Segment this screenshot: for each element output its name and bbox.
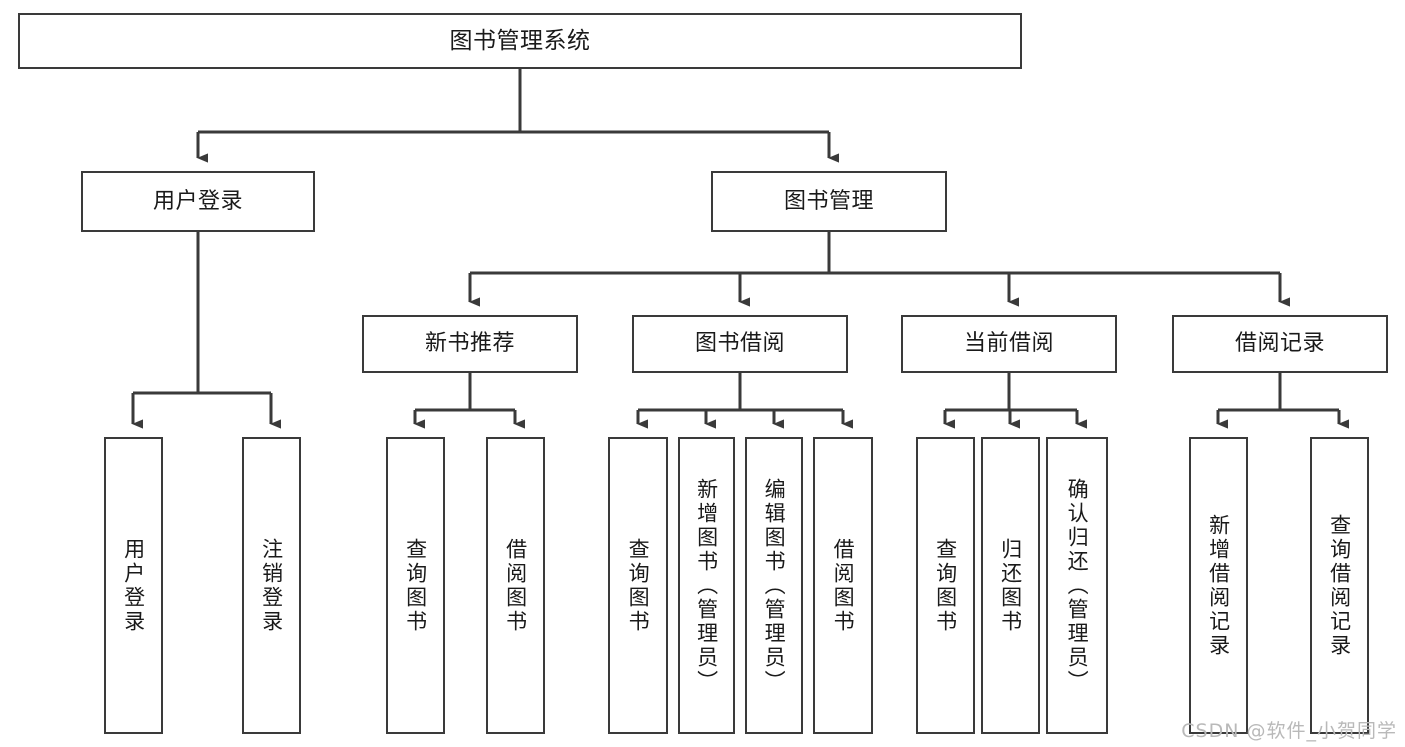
leaf-edit-book-admin-label: 编辑图书（管理员）	[762, 477, 787, 694]
node-root[interactable]: 图书管理系统	[18, 13, 1022, 69]
leaf-return-book-label: 归还图书	[998, 537, 1023, 634]
leaf-add-borrow-record-label: 新增借阅记录	[1206, 513, 1231, 658]
node-user-login[interactable]: 用户登录	[81, 171, 315, 232]
node-borrow-record-label: 借阅记录	[1234, 331, 1325, 357]
leaf-add-book-admin[interactable]: 新增图书（管理员）	[678, 437, 735, 734]
leaf-query-borrow-record[interactable]: 查询借阅记录	[1310, 437, 1369, 734]
leaf-confirm-return-admin-label: 确认归还（管理员）	[1065, 477, 1090, 694]
node-new-book-recommend[interactable]: 新书推荐	[362, 315, 578, 373]
node-book-borrow[interactable]: 图书借阅	[632, 315, 848, 373]
leaf-logout-label: 注销登录	[259, 537, 284, 634]
leaf-user-login[interactable]: 用户登录	[104, 437, 163, 734]
leaf-add-book-admin-label: 新增图书（管理员）	[694, 477, 719, 694]
node-borrow-record[interactable]: 借阅记录	[1172, 315, 1388, 373]
node-current-borrow[interactable]: 当前借阅	[901, 315, 1117, 373]
leaf-borrow-book-bb-label: 借阅图书	[831, 537, 856, 634]
leaf-logout[interactable]: 注销登录	[242, 437, 301, 734]
leaf-borrow-book-nbr[interactable]: 借阅图书	[486, 437, 545, 734]
node-current-borrow-label: 当前借阅	[963, 331, 1054, 357]
leaf-return-book[interactable]: 归还图书	[981, 437, 1040, 734]
leaf-add-borrow-record[interactable]: 新增借阅记录	[1189, 437, 1248, 734]
node-new-book-recommend-label: 新书推荐	[424, 331, 515, 357]
leaf-query-borrow-record-label: 查询借阅记录	[1327, 513, 1352, 658]
node-book-management-label: 图书管理	[783, 188, 874, 214]
leaf-query-book-bb[interactable]: 查询图书	[608, 437, 668, 734]
node-book-management[interactable]: 图书管理	[711, 171, 947, 232]
leaf-confirm-return-admin[interactable]: 确认归还（管理员）	[1046, 437, 1108, 734]
leaf-query-book-cb-label: 查询图书	[933, 537, 958, 634]
leaf-query-book-nbr-label: 查询图书	[403, 537, 428, 634]
node-user-login-label: 用户登录	[152, 188, 243, 214]
node-root-label: 图书管理系统	[449, 27, 591, 54]
leaf-borrow-book-nbr-label: 借阅图书	[503, 537, 528, 634]
csdn-watermark: CSDN @软件_小贺同学	[1181, 720, 1397, 742]
leaf-borrow-book-bb[interactable]: 借阅图书	[813, 437, 873, 734]
leaf-query-book-nbr[interactable]: 查询图书	[386, 437, 445, 734]
leaf-edit-book-admin[interactable]: 编辑图书（管理员）	[745, 437, 803, 734]
leaf-query-book-cb[interactable]: 查询图书	[916, 437, 975, 734]
leaf-query-book-bb-label: 查询图书	[626, 537, 651, 634]
node-book-borrow-label: 图书借阅	[694, 331, 785, 357]
leaf-user-login-label: 用户登录	[121, 537, 146, 634]
